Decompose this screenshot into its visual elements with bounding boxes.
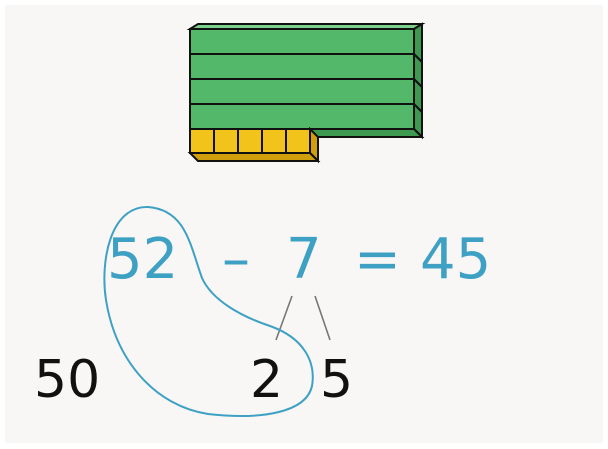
decomposition-left: 50 xyxy=(34,350,101,410)
ones-cubes xyxy=(187,126,321,164)
decomposition-middle: 2 xyxy=(250,350,284,410)
grouping-loop xyxy=(103,205,314,417)
ten-rod xyxy=(186,22,426,65)
ten-rod xyxy=(189,51,423,90)
equals-sign: = xyxy=(354,227,401,292)
subtrahend-number: 7 xyxy=(286,227,322,292)
result-number: 45 xyxy=(420,227,492,292)
minuend-number: 52 xyxy=(107,227,179,292)
decomposition-right: 5 xyxy=(320,350,354,410)
tens-rods xyxy=(186,22,426,140)
split-line-right xyxy=(314,295,331,341)
split-line-left xyxy=(275,295,293,341)
minus-sign: – xyxy=(222,227,250,292)
